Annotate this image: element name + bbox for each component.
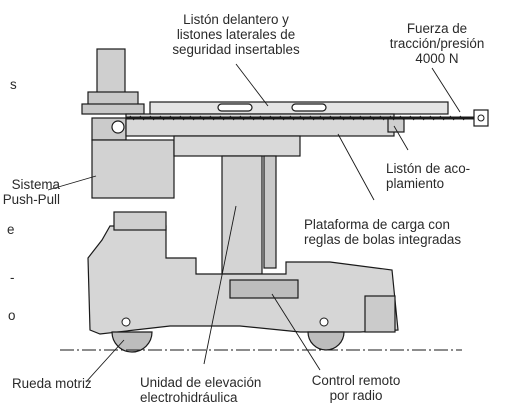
slot-right — [291, 103, 327, 112]
drive-unit — [229, 279, 299, 299]
deck-mount — [81, 103, 145, 115]
platform-label: Plataforma de carga con reglas de bolas … — [304, 217, 462, 247]
leader-lift-unit — [203, 205, 237, 365]
edge-fragment-o: o — [8, 308, 16, 323]
drive-wheel-label: Rueda motriz — [12, 376, 92, 391]
leader-traction — [431, 67, 461, 113]
edge-fragment-e: e — [7, 222, 15, 237]
rear-bumper — [364, 295, 396, 333]
edge-fragment-s: s — [10, 77, 17, 92]
lift-cylinder — [263, 155, 277, 269]
rear-wheel-hub — [319, 317, 329, 327]
traction-force-label: Fuerza de tracción/presión 4000 N — [389, 21, 485, 66]
leader-push-pull — [47, 175, 97, 191]
chassis-top-block — [113, 211, 167, 231]
remote-label: Control remoto por radio — [311, 373, 401, 403]
push-pull-body — [91, 139, 175, 199]
leader-platform — [337, 133, 375, 201]
traction-rod-hatch — [129, 115, 465, 121]
leader-coupling — [393, 125, 409, 151]
coupling-bar-label: Listón de aco- plamiento — [386, 161, 471, 191]
platform-body — [173, 135, 301, 157]
leader-front-bar — [235, 63, 269, 107]
drive-wheel — [111, 331, 153, 353]
traction-eye — [477, 114, 485, 122]
push-pull-label: Sistema Push-Pull — [2, 177, 60, 207]
lift-mast — [221, 155, 263, 275]
edge-fragment-dash: - — [10, 270, 15, 285]
leader-drive-wheel — [85, 339, 125, 383]
drive-wheel-hub — [121, 317, 131, 327]
slot-left — [217, 103, 253, 112]
rear-wheel — [307, 331, 345, 351]
front-bar-label: Listón delantero y listones laterales de… — [172, 12, 300, 57]
lift-unit-label: Unidad de elevación electrohidráulica — [140, 375, 262, 405]
push-pull-wheel — [111, 120, 125, 134]
leader-remote — [271, 293, 321, 371]
motor-housing — [96, 48, 126, 96]
